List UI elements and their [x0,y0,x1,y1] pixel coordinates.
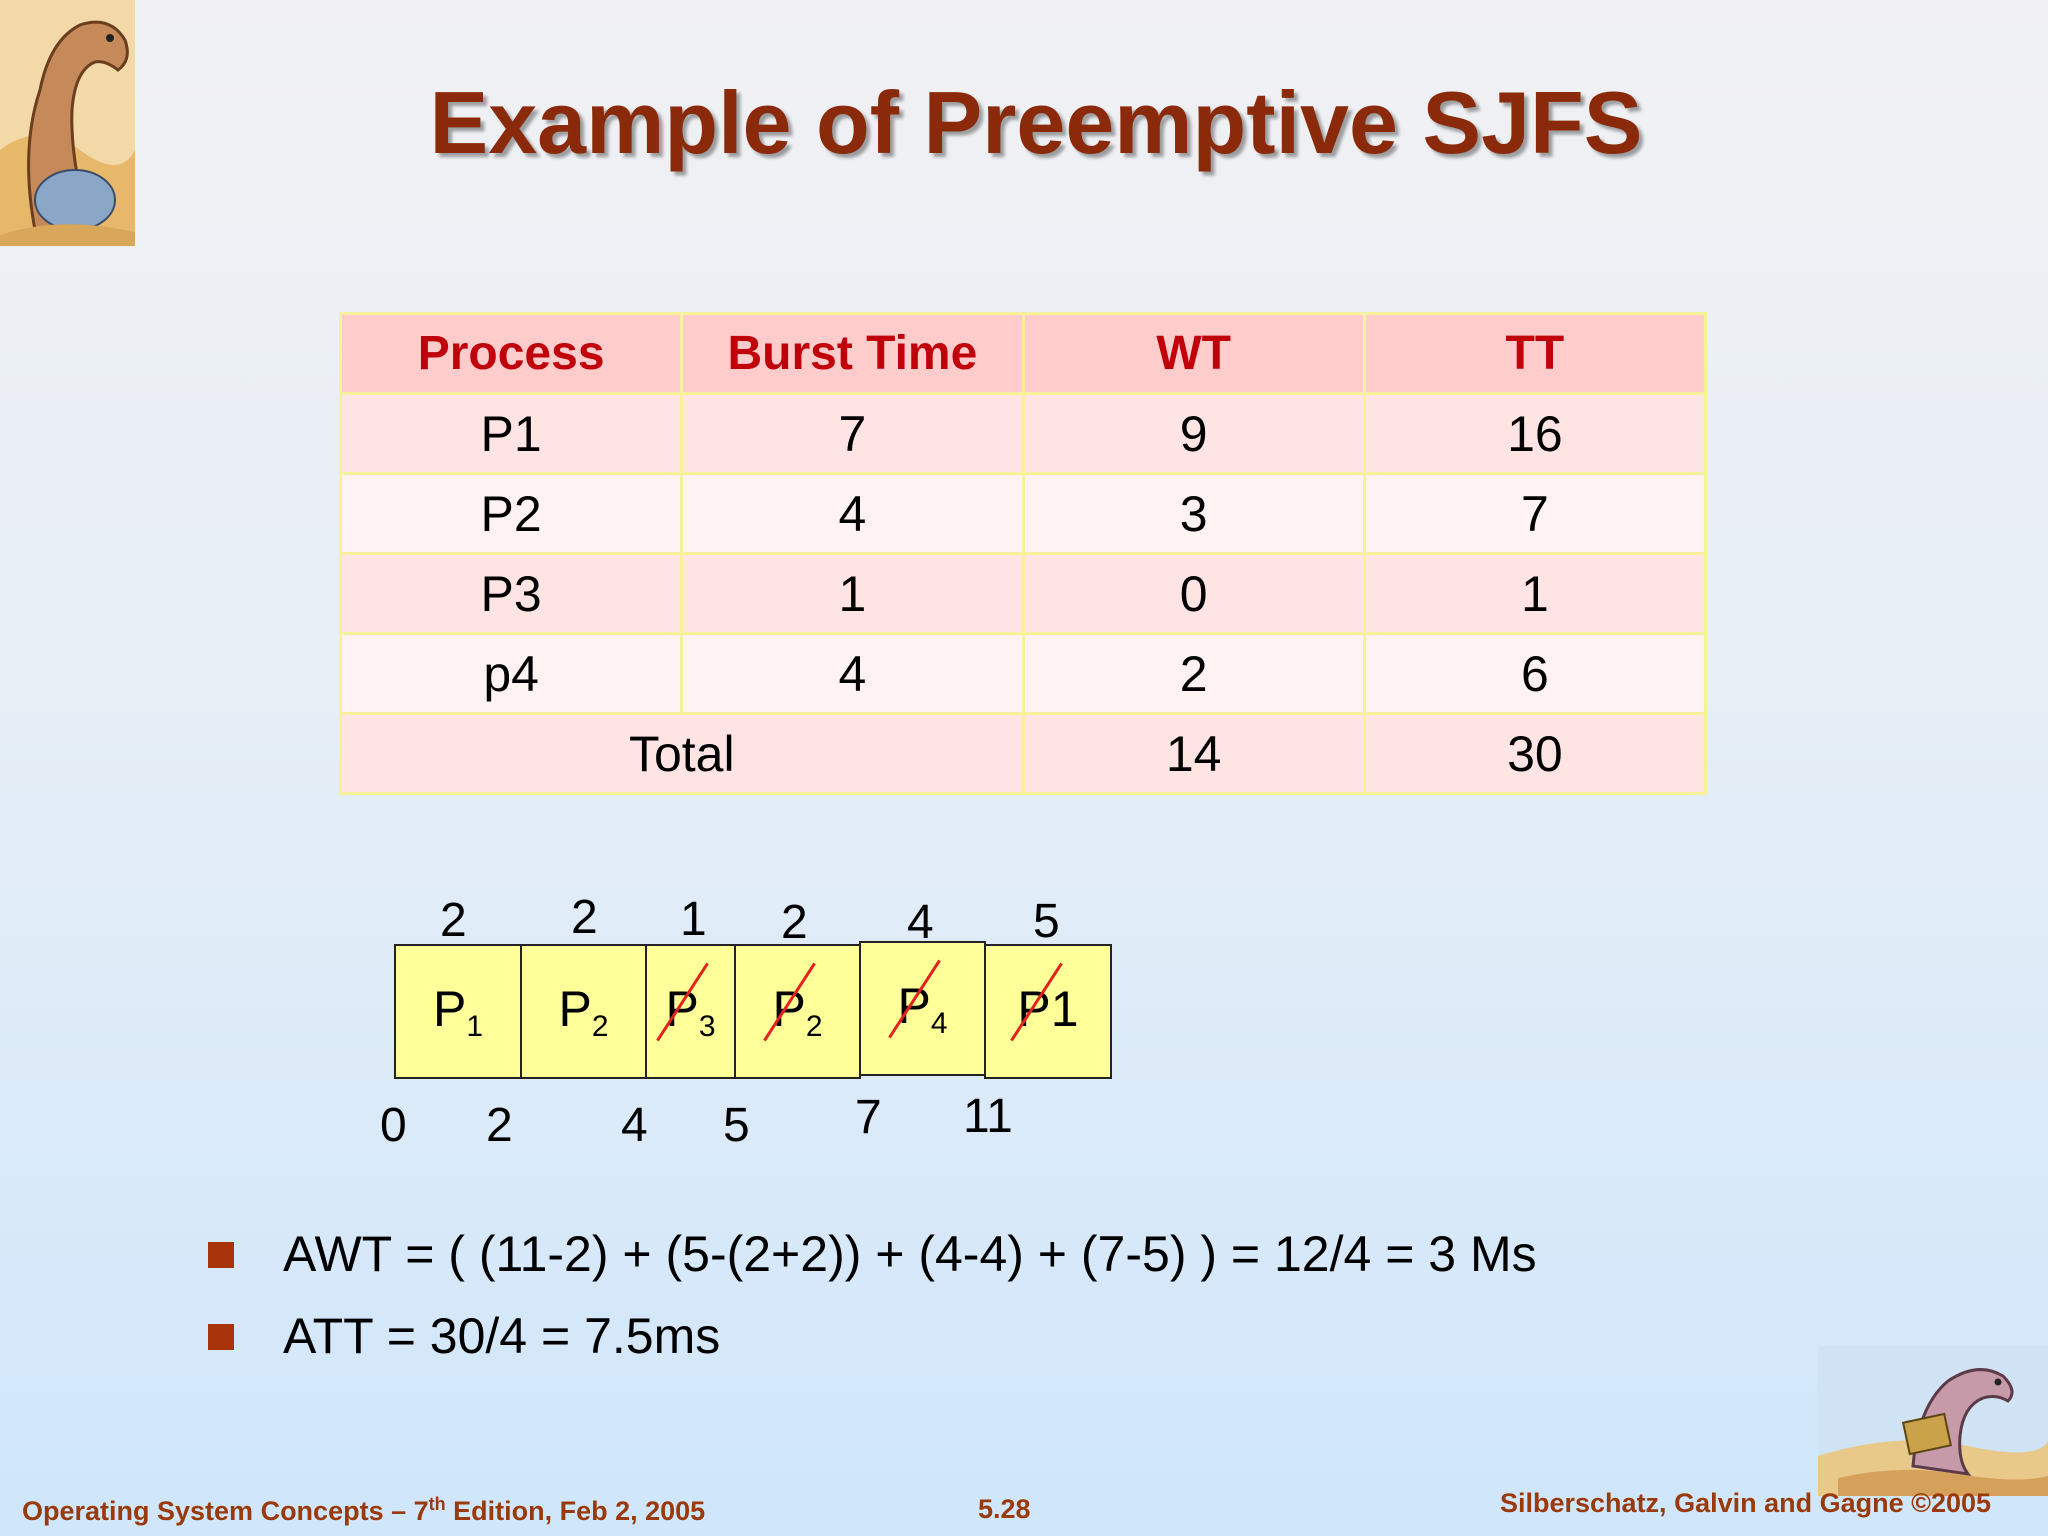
table-row: P2 4 3 7 [338,472,1708,555]
dinosaur-logo-top [0,0,135,246]
process-table: Process Burst Time WT TT P1 7 9 16 P2 4 … [338,312,1708,795]
square-bullet-icon [208,1324,234,1350]
gantt-block-p1: P1 [394,944,522,1079]
cell-burst: 4 [680,472,1025,555]
cell-burst: 4 [680,632,1025,715]
gantt-bottom-number: 0 [380,1099,407,1152]
footer-authors: Silberschatz, Galvin and Gagne ©2005 [1500,1488,1992,1518]
gantt-bottom-number: 11 [963,1090,1013,1143]
gantt-block-p3: P3 [645,944,736,1079]
gantt-block-p2-second: P2 [734,944,861,1079]
gantt-bottom-number: 7 [855,1091,882,1144]
cell-tt: 1 [1362,552,1708,635]
gantt-top-number: 2 [781,896,808,949]
gantt-bottom-number: 5 [723,1099,750,1152]
cell-burst: 7 [680,392,1025,475]
table-row: P3 1 0 1 [338,552,1708,635]
gantt-bottom-number: 2 [486,1099,513,1152]
gantt-top-number: 1 [680,893,707,946]
table-row: p4 4 2 6 [338,632,1708,715]
cell-wt: 9 [1021,392,1366,475]
dinosaur-logo-bottom [1818,1346,2048,1496]
cell-process: P2 [338,472,684,555]
gantt-top-number: 5 [1033,895,1060,948]
gantt-block-p4: P4 [859,941,986,1076]
cell-total-tt: 30 [1362,712,1708,795]
cell-wt: 0 [1021,552,1366,635]
cell-process: P1 [338,392,684,475]
footer-slide-number: 5.28 [978,1494,1031,1524]
header-tt: TT [1362,312,1708,395]
cell-burst: 1 [680,552,1025,635]
table-total-row: Total 14 30 [339,712,1708,795]
gantt-block-p1-second: P1 [984,944,1112,1079]
cell-total-wt: 14 [1021,712,1366,795]
gantt-top-number: 2 [440,894,467,947]
cell-total-label: Total [339,712,1025,795]
cell-tt: 7 [1362,472,1708,555]
cell-process: P3 [338,552,684,635]
table-header-row: Process Burst Time WT TT [338,312,1708,395]
gantt-block-p2: P2 [520,944,647,1079]
cell-process: p4 [338,632,684,715]
gantt-top-number: 2 [571,891,598,944]
cell-tt: 16 [1362,392,1708,475]
footer-book-title: Operating System Concepts – 7th Edition,… [22,1494,706,1526]
gantt-bottom-number: 4 [621,1099,648,1152]
header-burst-time: Burst Time [680,312,1025,395]
header-wt: WT [1021,312,1366,395]
cell-wt: 3 [1021,472,1366,555]
table-row: P1 7 9 16 [338,392,1708,475]
header-process: Process [338,312,684,395]
square-bullet-icon [208,1242,234,1268]
slide-title: Example of Preemptive SJFS [429,73,1643,172]
gantt-top-number: 4 [907,896,934,949]
cell-tt: 6 [1362,632,1708,715]
cell-wt: 2 [1021,632,1366,715]
